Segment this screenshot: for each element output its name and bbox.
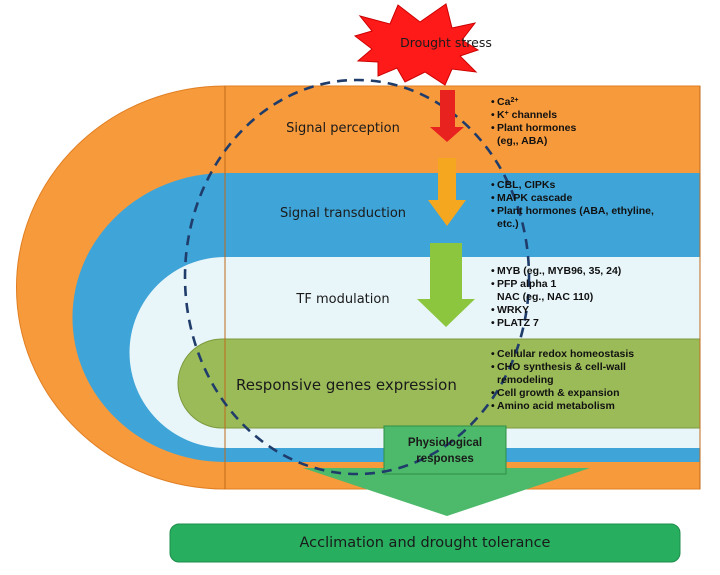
- stage-label-signal-transduction: Signal transduction: [279, 206, 407, 221]
- transduction-list: CBL, CIPKs MAPK cascade Plant hormones (…: [491, 179, 701, 231]
- starburst-icon: [353, 3, 480, 86]
- list-item: Plant hormones (ABA, ethyline,etc.): [491, 205, 701, 231]
- list-item: K+ channels: [491, 109, 696, 122]
- list-item: Plant hormones(eg,, ABA): [491, 122, 696, 148]
- list-item: Cell growth & expansion: [491, 387, 696, 400]
- green-arrow-icon: [417, 243, 475, 327]
- physiological-label: Physiological responses: [407, 437, 483, 465]
- red-arrow-icon: [430, 90, 464, 142]
- list-item: WRKY: [491, 304, 696, 317]
- list-item: Cellular redox homeostasis: [491, 348, 696, 361]
- list-item: MAPK cascade: [491, 192, 701, 205]
- stage-label-responsive-genes: Responsive genes expression: [236, 376, 457, 394]
- trigger-label: Drought stress: [400, 35, 492, 50]
- genes-list: Cellular redox homeostasis CHO synthesis…: [491, 348, 696, 413]
- outcome-pill: [169, 523, 681, 563]
- tf-list: MYB (eg., MYB96, 35, 24) PFP alpha 1NAC …: [491, 265, 696, 330]
- stage-label-tf-modulation: TF modulation: [296, 292, 390, 307]
- list-item: MYB (eg., MYB96, 35, 24): [491, 265, 696, 278]
- orange-arrow-icon: [428, 158, 466, 226]
- list-item: Ca2+: [491, 96, 696, 109]
- perception-list: Ca2+ K+ channels Plant hormones(eg,, ABA…: [491, 96, 696, 148]
- stage-label-signal-perception: Signal perception: [286, 121, 400, 136]
- list-item: PLATZ 7: [491, 317, 696, 330]
- list-item: CBL, CIPKs: [491, 179, 701, 192]
- list-item: Amino acid metabolism: [491, 400, 696, 413]
- funnel-arrow: [303, 468, 590, 516]
- outcome-label: Acclimation and drought tolerance: [299, 535, 551, 551]
